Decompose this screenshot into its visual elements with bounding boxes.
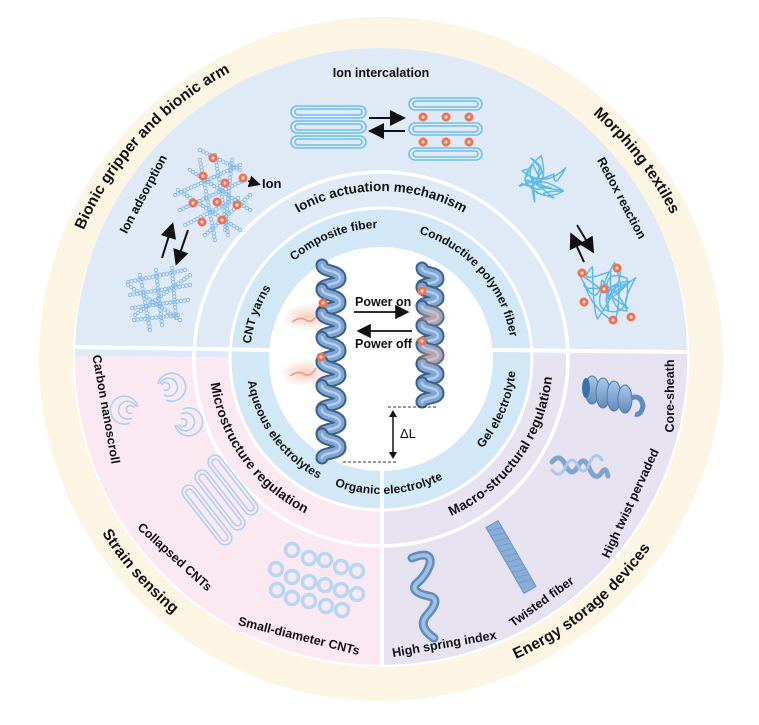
ion-intercalation-illustration [290, 97, 483, 161]
collapsed-cnts-illustration [181, 454, 259, 546]
helical-fiber-contracted-left [315, 258, 347, 465]
ion-glow [414, 342, 450, 370]
cnt-ring [283, 541, 301, 559]
cnt-network-with-ions [172, 147, 253, 243]
cnt-ring [332, 581, 350, 599]
cnt-ring [300, 573, 318, 591]
center-circle [269, 247, 493, 471]
cnt-ring [267, 560, 285, 578]
sector-dividers [74, 345, 689, 666]
ion-pointer: Ion [247, 175, 282, 191]
cnt-ring [348, 585, 366, 603]
cnt-ring [283, 568, 301, 586]
cnt-stack-left [290, 105, 367, 149]
power-on-label: Power on [355, 295, 411, 309]
cnt-stack-right [408, 97, 483, 161]
reversible-arrows-intercalation [368, 110, 406, 139]
intercalated-ions [418, 112, 474, 147]
mechanism-sector [74, 47, 687, 359]
power-off-label: Power off [355, 337, 413, 351]
carbon-nanoscroll-illustration [109, 372, 204, 437]
cnt-ring [300, 592, 318, 610]
polymer-chain [518, 155, 567, 203]
ion-trail [289, 367, 317, 377]
ions-center [316, 286, 427, 362]
twisted-fiber-illustration [485, 519, 537, 595]
cnt-ring [300, 549, 318, 567]
center-mechanism: Power on Power off ΔL [279, 258, 450, 465]
reversible-arrows-redox [569, 224, 595, 263]
ion-trail [291, 313, 319, 323]
core-sheath-illustration [582, 375, 646, 417]
ion-glow [414, 302, 450, 330]
cnt-ring [268, 581, 286, 599]
polymer-tangle-oxidized [577, 261, 637, 325]
polymer-tangle-reduced [518, 155, 567, 203]
cnt-network-bare [125, 265, 193, 333]
item-label-core-sheath: Core-sheath [663, 360, 677, 433]
cnt-ring [333, 601, 351, 619]
cnt-ring [317, 597, 335, 615]
high-twist-pervaded-illustration [549, 454, 611, 479]
ion-label: Ion [262, 176, 282, 191]
reversible-arrows-adsorption [160, 222, 189, 266]
cnt-ring [332, 558, 350, 576]
high-spring-index-illustration [407, 550, 440, 643]
delta-l-label: ΔL [400, 426, 416, 441]
cnt-ring [316, 551, 334, 569]
cnt-ring [348, 562, 366, 580]
small-diameter-cnts-illustration [267, 541, 366, 619]
cnt-ring [283, 589, 301, 607]
polymer-chain [578, 261, 637, 324]
item-label-ion-intercalation: Ion intercalation [333, 66, 430, 80]
cnt-ring [316, 576, 334, 594]
